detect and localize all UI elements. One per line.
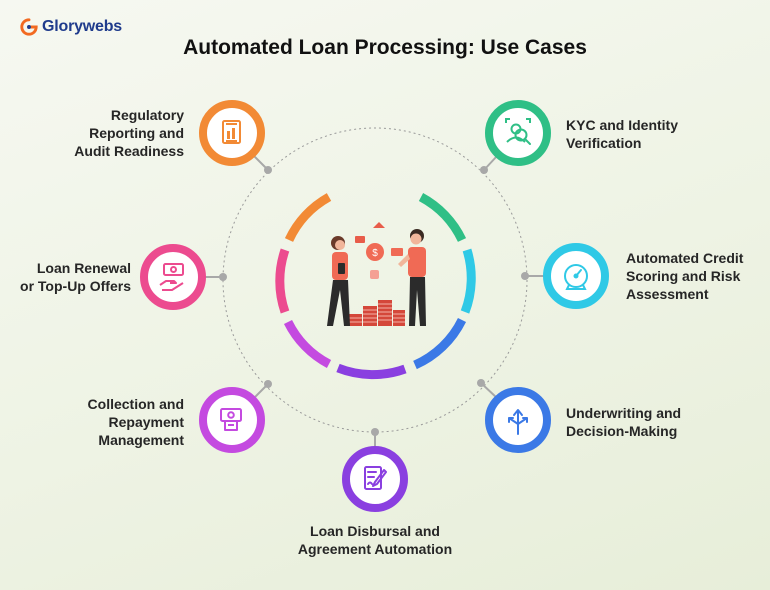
label-kyc: KYC and Identity Verification xyxy=(566,117,679,151)
contract-sign-icon xyxy=(364,466,387,490)
cash-hand-icon xyxy=(159,263,184,291)
label-credit: Automated Credit Scoring and Risk Assess… xyxy=(626,250,744,302)
use-case-credit xyxy=(543,243,609,309)
label-regulatory: Regulatory Reporting and Audit Readiness xyxy=(74,107,184,159)
use-case-renewal xyxy=(140,244,206,310)
glorywebs-logo-icon xyxy=(20,18,38,36)
label-renewal: Loan Renewal or Top-Up Offers xyxy=(20,260,131,294)
man-figure xyxy=(398,229,426,326)
use-case-underwriting xyxy=(485,387,551,453)
ring-segment-blue xyxy=(413,317,467,370)
identity-search-icon xyxy=(505,118,531,145)
svg-text:$: $ xyxy=(372,248,378,259)
label-collection: Collection and Repayment Management xyxy=(87,396,184,448)
label-underwriting: Underwriting and Decision-Making xyxy=(566,405,682,439)
report-document-icon xyxy=(222,120,241,144)
label-disbursal: Loan Disbursal and Agreement Automation xyxy=(297,523,453,557)
use-case-disbursal xyxy=(342,446,408,512)
brand-logo: Glorywebs xyxy=(20,18,122,36)
ring-segment-purple xyxy=(336,363,407,380)
gauge-icon xyxy=(564,264,588,290)
ring-segment-green xyxy=(418,193,467,243)
use-case-kyc xyxy=(485,100,551,166)
use-case-regulatory xyxy=(199,100,265,166)
coin-icon xyxy=(366,243,384,261)
connector-dots xyxy=(219,166,529,436)
card-icon xyxy=(391,248,403,256)
central-illustration: $ xyxy=(327,222,426,326)
woman-figure xyxy=(327,236,350,326)
ring-segment-orange xyxy=(284,193,332,243)
use-case-collection xyxy=(199,387,265,453)
decision-arrows-icon xyxy=(508,409,528,435)
ring-segment-pink xyxy=(275,248,290,314)
outer-dotted-ring xyxy=(222,127,528,433)
page-title: Automated Loan Processing: Use Cases xyxy=(183,36,587,59)
central-ring xyxy=(275,193,476,380)
payment-icon xyxy=(220,408,242,431)
ring-segment-cyan xyxy=(460,248,476,314)
ring-segment-violet xyxy=(283,319,332,368)
brand-name: Glorywebs xyxy=(42,18,123,35)
